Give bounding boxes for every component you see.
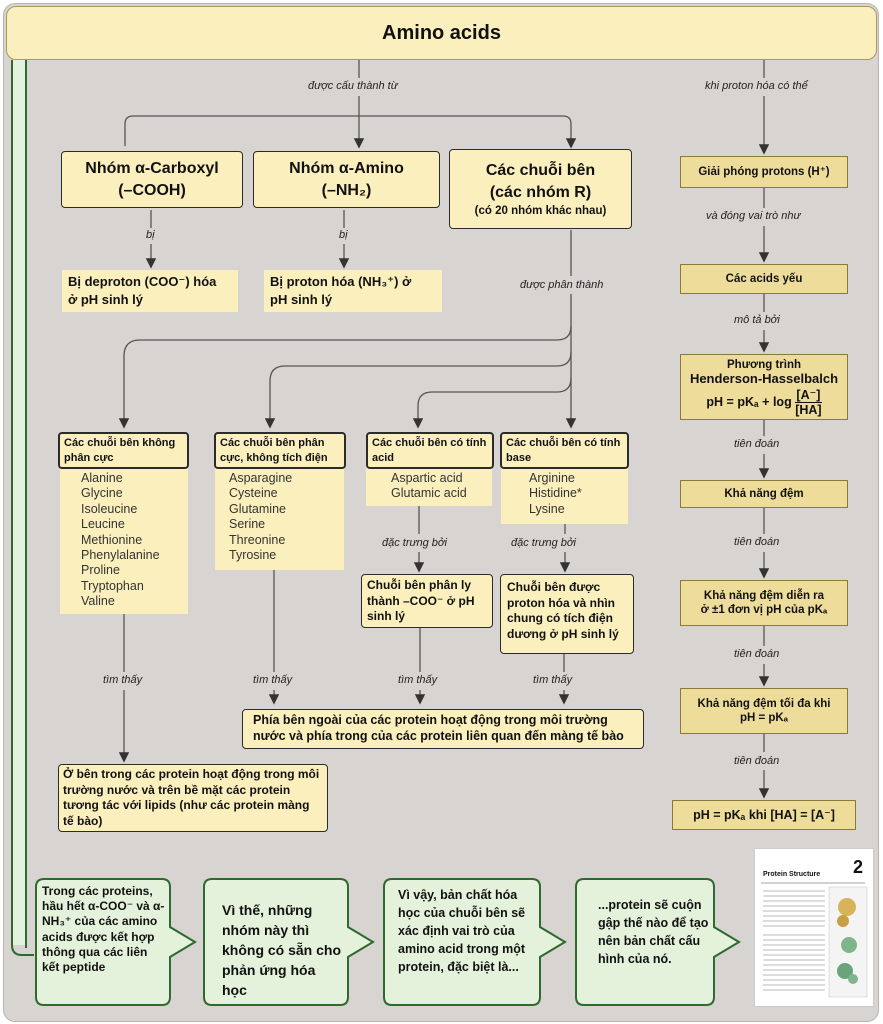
thumbnail-title: Protein Structure <box>763 871 821 878</box>
list-item: Lysine <box>529 501 565 516</box>
final-equation-box: pH = pKₐ khi [HA] = [A⁻] <box>672 800 856 830</box>
list-item: Glutamic acid <box>391 486 467 501</box>
list-item: Tyrosine <box>229 548 277 563</box>
label-predicts-3: tiên đoán <box>734 648 780 660</box>
label-acts-as: và đóng vai trò như <box>706 210 801 222</box>
list-item: Arginine <box>529 471 575 485</box>
basic-header: Các chuỗi bên có tính base <box>500 432 629 469</box>
acidic-list-bg <box>366 468 492 506</box>
label-found-4: tìm thấy <box>533 674 573 686</box>
buffer-max-line-1: Khả năng đệm tối đa khi <box>697 698 831 710</box>
bubble-3: Vì vậy, bản chất hóa học của chuỗi bên s… <box>398 888 526 974</box>
carboxyl-formula: (–COOH) <box>118 181 186 199</box>
hh-equation-left: pH = pKₐ + log <box>706 394 792 409</box>
buffer-range-line-1: Khả năng đệm diễn ra <box>703 590 825 602</box>
polar-header: Các chuỗi bên phân cực, không tích điện <box>214 432 346 469</box>
list-item: Valine <box>81 594 115 609</box>
list-item: Glycine <box>81 486 123 501</box>
label-predicts-4: tiên đoán <box>734 755 780 767</box>
protonated-line-1: Bị proton hóa (NH₃⁺) ở <box>270 274 412 289</box>
list-item: Proline <box>81 563 120 578</box>
henderson-hasselbalch-box: Phương trình Henderson-Hasselbalch pH = … <box>680 354 848 420</box>
list-item: Cysteine <box>229 486 278 501</box>
label-found-3: tìm thấy <box>398 674 438 686</box>
nonpolar-list-bg <box>60 468 188 614</box>
label-by-1: bị <box>146 229 155 241</box>
bubble-2: Vì thế, những nhóm này thì không có sẵn … <box>222 902 342 998</box>
bubble-4: ...protein sẽ cuộn gập thế nào để tạo nê… <box>598 898 709 966</box>
list-item: Asparagine <box>229 471 293 485</box>
label-composed-of: được cấu thành từ <box>308 80 398 92</box>
outside-location-box: Phía bên ngoài của các protein hoạt động… <box>242 709 644 749</box>
list-item: Leucine <box>81 517 125 532</box>
basic-list-bg <box>501 468 628 524</box>
side-chains-title: Các chuỗi bên <box>485 161 596 179</box>
list-item: Threonine <box>229 532 286 547</box>
carboxyl-title: Nhóm α-Carboxyl <box>85 159 219 177</box>
thumbnail-number: 2 <box>852 857 863 877</box>
label-found-1: tìm thấy <box>103 674 143 686</box>
page-title: Amino acids <box>6 6 877 60</box>
side-chains-subtitle: (các nhóm R) <box>489 183 592 201</box>
carboxyl-group-box: Nhóm α-Carboxyl (–COOH) <box>61 151 243 208</box>
hh-fraction: [A⁻] [HA] <box>795 387 822 417</box>
basic-list: Arginine Histidine* Lysine <box>529 471 582 517</box>
label-predicts-2: tiên đoán <box>734 536 780 548</box>
hh-equation: pH = pKₐ + log [A⁻] [HA] <box>706 387 822 417</box>
weak-acids-box: Các acids yếu <box>680 264 848 294</box>
list-item: Serine <box>229 517 266 532</box>
nonpolar-header: Các chuỗi bên không phân cực <box>58 432 189 469</box>
label-characterized-2: đặc trưng bởi <box>511 537 576 549</box>
deprotonated-line-2: ở pH sinh lý <box>68 292 143 307</box>
list-item: Isoleucine <box>81 501 138 516</box>
protonated-line-2: pH sinh lý <box>270 292 333 307</box>
buffer-max-line-2: pH = pKₐ <box>739 712 789 724</box>
label-by-2: bị <box>339 229 348 241</box>
acidic-list: Aspartic acid Glutamic acid <box>391 471 467 502</box>
release-protons-box: Giải phóng protons (H⁺) <box>680 156 848 188</box>
label-when-protonated: khi proton hóa có thể <box>705 80 808 92</box>
side-chains-box: Các chuỗi bên (các nhóm R) (có 20 nhóm k… <box>449 149 632 229</box>
chapter-thumbnail: Protein Structure 2 <box>754 848 874 1007</box>
hh-denominator: [HA] <box>795 402 822 417</box>
label-found-2: tìm thấy <box>253 674 293 686</box>
deprotonated-box: Bị deproton (COO⁻) hóa ở pH sinh lý <box>62 270 238 312</box>
amino-group-box: Nhóm α-Amino (–NH₂) <box>253 151 440 208</box>
polar-list-bg <box>215 468 344 570</box>
side-chains-count: (có 20 nhóm khác nhau) <box>474 204 607 217</box>
polar-list: Asparagine Cysteine Glutamine Serine Thr… <box>229 471 292 563</box>
list-item: Aspartic acid <box>391 471 463 485</box>
acidic-header: Các chuỗi bên có tính acid <box>366 432 494 469</box>
amino-formula: (–NH₂) <box>321 181 372 199</box>
list-item: Phenylalanine <box>81 548 160 563</box>
list-item: Methionine <box>81 532 143 547</box>
list-item: Tryptophan <box>81 578 144 593</box>
buffer-range-box: Khả năng đệm diễn ra ở ±1 đơn vị pH của … <box>680 580 848 626</box>
buffer-range-line-2: ở ±1 đơn vị pH của pKₐ <box>700 604 828 616</box>
label-predicts-1: tiên đoán <box>734 438 780 450</box>
acid-characteristic-box: Chuỗi bên phân ly thành –COO⁻ ở pH sinh … <box>361 574 493 628</box>
inside-location-box: Ở bên trong các protein hoạt động trong … <box>58 764 328 832</box>
amino-title: Nhóm α-Amino <box>289 159 404 177</box>
list-item: Alanine <box>81 471 123 485</box>
thumbnail-illustration <box>761 882 868 998</box>
hh-numerator: [A⁻] <box>795 387 822 403</box>
buffer-capacity-box: Khả năng đệm <box>680 480 848 508</box>
base-characteristic-box: Chuỗi bên được proton hóa và nhìn chung … <box>500 574 634 654</box>
label-characterized-1: đặc trưng bởi <box>382 537 447 549</box>
label-divided-into: được phân thành <box>520 279 604 291</box>
nonpolar-list: Alanine Glycine Isoleucine Leucine Methi… <box>81 471 160 610</box>
deprotonated-line-1: Bị deproton (COO⁻) hóa <box>68 274 217 289</box>
list-item: Glutamine <box>229 501 286 516</box>
label-described-by: mô tả bởi <box>734 314 780 326</box>
hh-line-2: Henderson-Hasselbalch <box>689 370 839 386</box>
list-item: Histidine* <box>529 486 582 501</box>
bubble-1: Trong các proteins, hầu hết α-COO⁻ và α-… <box>42 884 165 975</box>
protonated-box: Bị proton hóa (NH₃⁺) ở pH sinh lý <box>264 270 442 312</box>
buffer-max-box: Khả năng đệm tối đa khi pH = pKₐ <box>680 688 848 734</box>
hh-line-1: Phương trình <box>727 358 801 371</box>
